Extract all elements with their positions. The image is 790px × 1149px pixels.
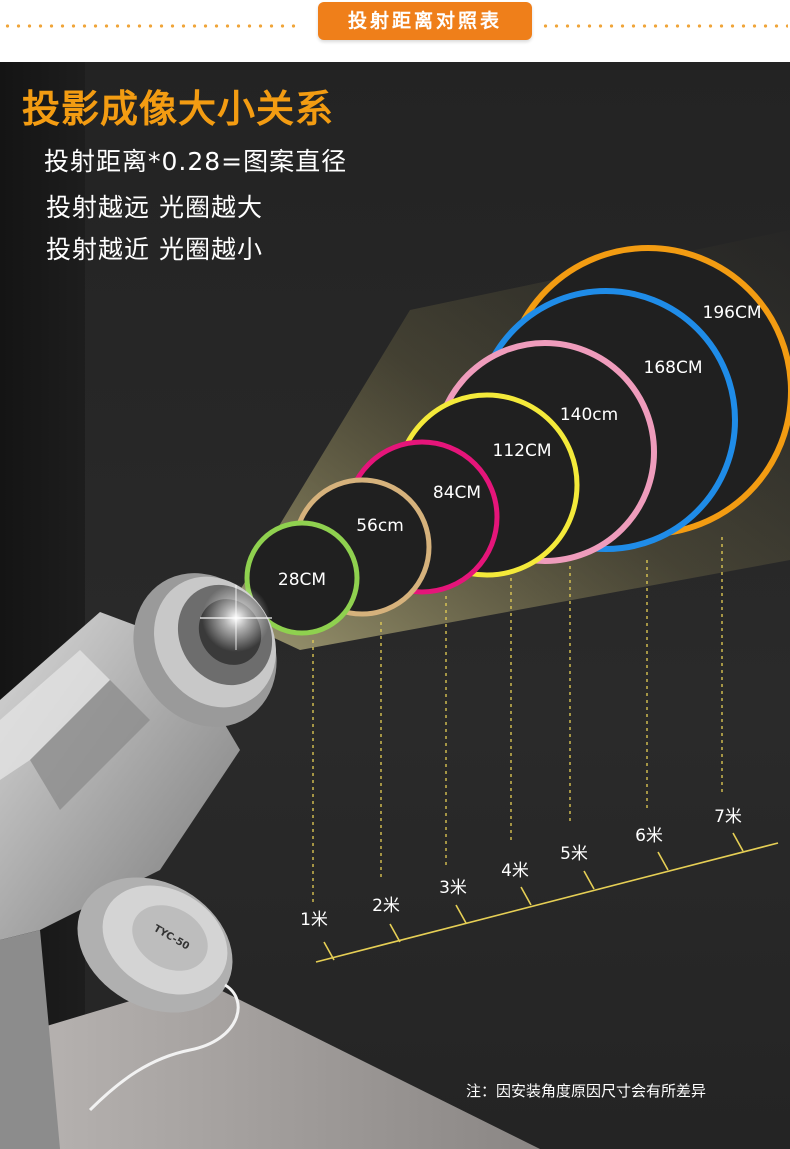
label-168cm: 168CM [644, 358, 703, 378]
distance-3m: 3米 [439, 878, 467, 898]
distance-7m: 7米 [714, 807, 742, 827]
distance-labels: 1米 2米 3米 4米 5米 6米 7米 [300, 807, 742, 930]
floor-plane [0, 980, 540, 1149]
drop-lines [312, 537, 723, 905]
circle-28cm [244, 520, 360, 636]
label-196cm: 196CM [703, 303, 762, 323]
label-28cm: 28CM [278, 570, 326, 590]
distance-4m: 4米 [501, 861, 529, 881]
top-bar: 投射距离对照表 [0, 0, 790, 62]
distance-ruler [315, 832, 779, 963]
distance-6m: 6米 [635, 826, 663, 846]
distance-5m: 5米 [560, 844, 588, 864]
dots-left [2, 24, 302, 28]
projector-device [0, 573, 277, 1149]
farther-line: 投射越远 光圈越大 [46, 193, 263, 222]
projection-circles [244, 245, 790, 636]
motor-wire [88, 983, 240, 1112]
footnote: 注：因安装角度原因尺寸会有所差异 [466, 1082, 707, 1100]
closer-line: 投射越近 光圈越小 [46, 235, 263, 264]
dots-right [540, 24, 788, 28]
header-pill: 投射距离对照表 [318, 2, 532, 40]
distance-1m: 1米 [300, 910, 328, 930]
formula-line: 投射距离*0.28=图案直径 [44, 147, 348, 176]
synchronous-motor: TYC-50 [77, 877, 240, 1112]
page-title: 投影成像大小关系 [22, 87, 335, 131]
label-84cm: 84CM [433, 483, 481, 503]
label-56cm: 56cm [356, 516, 404, 536]
label-112cm: 112CM [493, 441, 552, 461]
distance-2m: 2米 [372, 896, 400, 916]
circle-labels: 196CM 168CM 140cm 112CM 84CM 56cm 28CM [278, 303, 762, 590]
label-140cm: 140cm [560, 405, 618, 425]
